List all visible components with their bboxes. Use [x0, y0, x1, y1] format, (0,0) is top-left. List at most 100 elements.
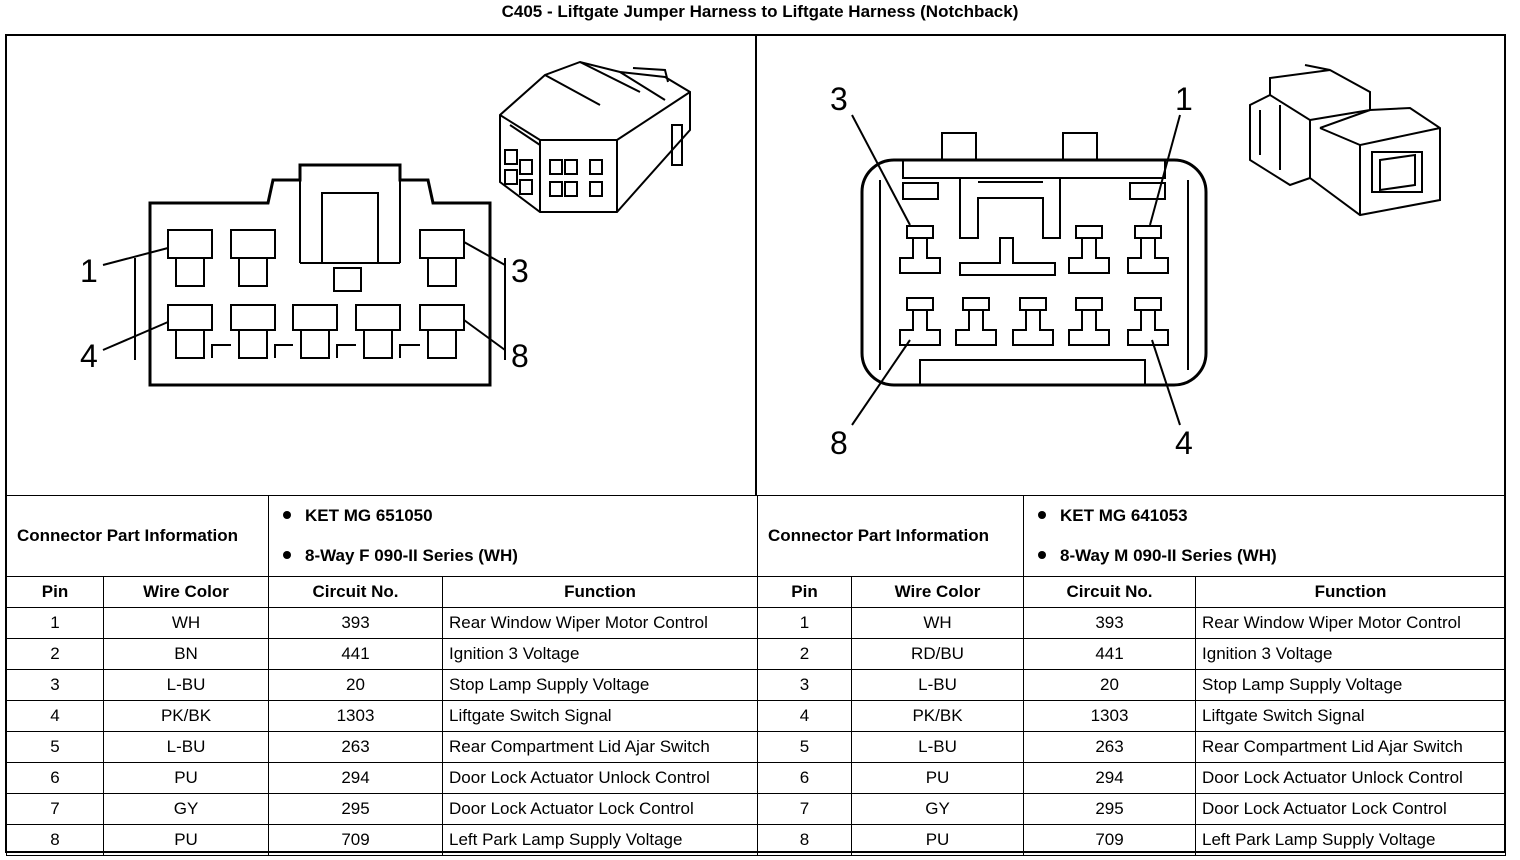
circuit-cell: 263 [1023, 731, 1197, 763]
wire-color-cell: L-BU [850, 731, 1025, 763]
col-circuit: Circuit No. [268, 576, 444, 608]
pin-cell: 3 [6, 669, 104, 701]
col-pin: Pin [6, 576, 104, 608]
function-cell: Ignition 3 Voltage [442, 638, 759, 670]
wire-color-cell: L-BU [102, 669, 270, 701]
wire-color-cell: L-BU [850, 669, 1025, 701]
circuit-cell: 20 [268, 669, 444, 701]
pin-cell: 6 [757, 762, 852, 794]
pin-cell: 7 [6, 793, 104, 825]
circuit-cell: 441 [268, 638, 444, 670]
wire-color-cell: WH [850, 607, 1025, 639]
circuit-cell: 294 [1023, 762, 1197, 794]
right-part-info-row: Connector Part Information KET MG 641053… [756, 495, 1507, 577]
bullet-icon [1038, 550, 1047, 559]
left-leaders [102, 241, 506, 351]
page-title: C405 - Liftgate Jumper Harness to Liftga… [501, 2, 1019, 21]
left-part-number: KET MG 651050 [305, 506, 433, 525]
pin-cell: 4 [6, 700, 104, 732]
pin-cell: 1 [6, 607, 104, 639]
pin-cell: 5 [6, 731, 104, 763]
right-table-header: Pin Wire Color Circuit No. Function [757, 576, 1507, 608]
right-callout-pin-4: 4 [1175, 425, 1193, 461]
cavity-1 [167, 229, 213, 287]
pin-cell: 1 [757, 607, 852, 639]
bullet-icon [1038, 510, 1047, 519]
left-callout-pin-8: 8 [511, 338, 529, 374]
wire-color-cell: BN [102, 638, 270, 670]
col-wire-color: Wire Color [102, 576, 270, 608]
right-part-series: 8-Way M 090-II Series (WH) [1060, 546, 1277, 565]
pin-cell: 7 [757, 793, 852, 825]
right-connector-iso [1249, 64, 1441, 217]
wire-color-cell: PU [850, 762, 1025, 794]
left-callout-pin-4: 4 [80, 338, 98, 374]
left-table-header: Pin Wire Color Circuit No. Function [6, 576, 759, 608]
col-circuit: Circuit No. [1023, 576, 1197, 608]
pin-cell: 2 [6, 638, 104, 670]
circuit-cell: 294 [268, 762, 444, 794]
circuit-cell: 1303 [1023, 700, 1197, 732]
wire-color-cell: GY [102, 793, 270, 825]
cavity-3 [419, 229, 465, 287]
function-cell: Door Lock Actuator Lock Control [1195, 793, 1507, 825]
wire-color-cell: PK/BK [850, 700, 1025, 732]
right-pin-table: Connector Part Information KET MG 641053… [756, 495, 1507, 856]
right-leaders [851, 114, 1181, 426]
circuit-cell: 709 [1023, 824, 1197, 856]
function-cell: Rear Compartment Lid Ajar Switch [442, 731, 759, 763]
circuit-cell: 393 [268, 607, 444, 639]
left-connector-iso [499, 60, 691, 213]
function-cell: Left Park Lamp Supply Voltage [1195, 824, 1507, 856]
function-cell: Door Lock Actuator Unlock Control [1195, 762, 1507, 794]
col-function: Function [442, 576, 759, 608]
col-pin: Pin [757, 576, 852, 608]
wire-color-cell: PU [850, 824, 1025, 856]
wire-color-cell: WH [102, 607, 270, 639]
right-callout-pin-3: 3 [830, 81, 848, 117]
function-cell: Rear Compartment Lid Ajar Switch [1195, 731, 1507, 763]
pin-cell: 3 [757, 669, 852, 701]
pin-cell: 2 [757, 638, 852, 670]
function-cell: Liftgate Switch Signal [442, 700, 759, 732]
function-cell: Ignition 3 Voltage [1195, 638, 1507, 670]
circuit-cell: 295 [1023, 793, 1197, 825]
pin-cell: 8 [757, 824, 852, 856]
function-cell: Door Lock Actuator Unlock Control [442, 762, 759, 794]
circuit-cell: 295 [268, 793, 444, 825]
wire-color-cell: PK/BK [102, 700, 270, 732]
center-divider [755, 34, 757, 496]
connector-drawings [102, 60, 1441, 426]
cavity-2 [230, 229, 276, 287]
pin-cell: 4 [757, 700, 852, 732]
pin-1 [1127, 225, 1169, 274]
right-info-label: Connector Part Information [756, 495, 1025, 577]
function-cell: Door Lock Actuator Lock Control [442, 793, 759, 825]
circuit-cell: 709 [268, 824, 444, 856]
wire-color-cell: PU [102, 824, 270, 856]
function-cell: Rear Window Wiper Motor Control [1195, 607, 1507, 639]
right-connector-face [851, 114, 1208, 426]
function-cell: Stop Lamp Supply Voltage [1195, 669, 1507, 701]
wire-color-cell: GY [850, 793, 1025, 825]
pin-3 [899, 225, 941, 274]
pin-cell: 5 [757, 731, 852, 763]
left-part-info-row: Connector Part Information KET MG 651050… [5, 495, 759, 577]
col-function: Function [1195, 576, 1507, 608]
